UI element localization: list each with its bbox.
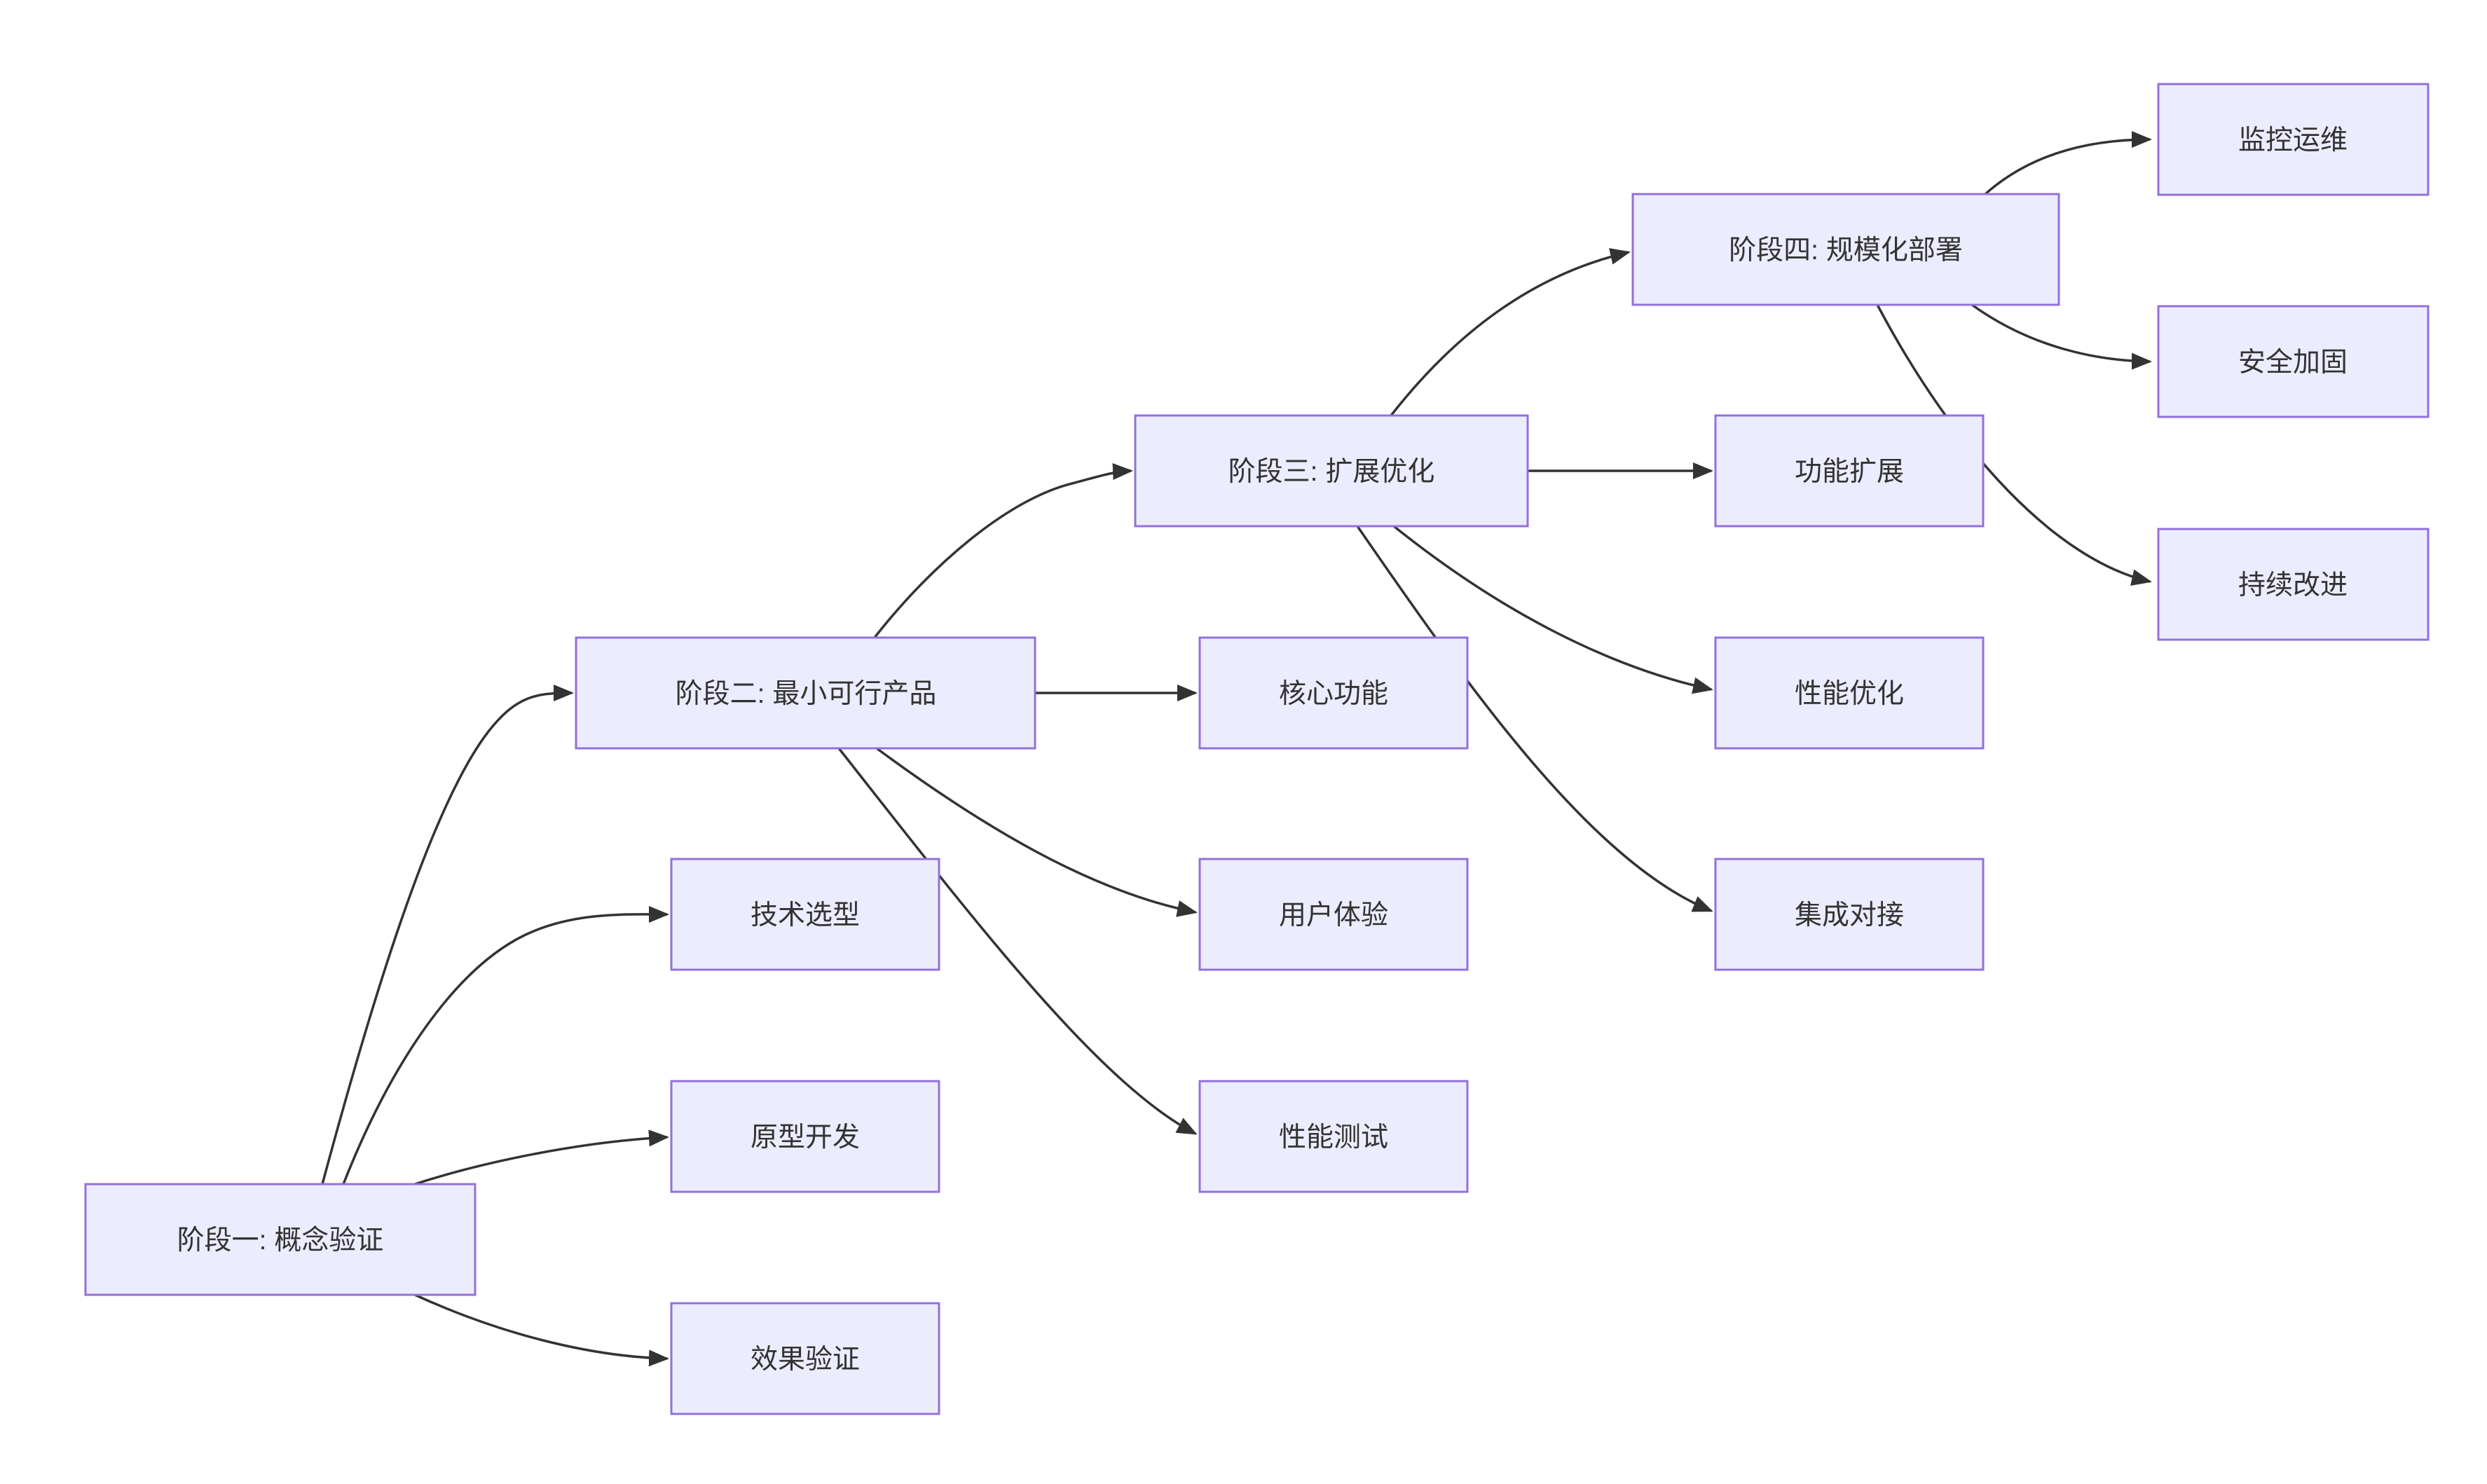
node-ux-box <box>1198 858 1469 971</box>
node-feat-box <box>1714 414 1985 528</box>
node-core-box <box>1198 636 1469 750</box>
node-popt-box <box>1714 636 1985 750</box>
edge-phase4-monitor <box>1984 131 2152 195</box>
node-phase2-box <box>575 636 1036 750</box>
node-ptest-label: 性能测试 <box>1279 1122 1388 1153</box>
node-phase4: 阶段四: 规模化部署 <box>1631 193 2060 306</box>
node-phase3: 阶段三: 扩展优化 <box>1134 414 1529 528</box>
node-tech: 技术选型 <box>670 858 940 971</box>
node-popt-label: 性能优化 <box>1795 679 1904 709</box>
node-integ-label: 集成对接 <box>1795 900 1904 930</box>
edge-phase2-ux <box>875 747 1198 917</box>
node-monitor: 监控运维 <box>2157 83 2430 196</box>
node-improve-label: 持续改进 <box>2238 570 2348 600</box>
node-proto-box <box>670 1080 940 1193</box>
node-ux: 用户体验 <box>1198 858 1469 971</box>
node-phase1: 阶段一: 概念验证 <box>84 1183 477 1296</box>
node-core: 核心功能 <box>1198 636 1469 750</box>
node-security: 安全加固 <box>2157 305 2430 418</box>
node-feat: 功能扩展 <box>1714 414 1985 528</box>
node-proto-label: 原型开发 <box>751 1122 860 1153</box>
node-effect-box <box>670 1302 940 1415</box>
node-phase2: 阶段二: 最小可行产品 <box>575 636 1036 750</box>
node-security-box <box>2157 305 2430 418</box>
node-phase4-label: 阶段四: 规模化部署 <box>1729 235 1963 266</box>
node-popt: 性能优化 <box>1714 636 1985 750</box>
edge-phase2-ptest <box>837 747 1198 1135</box>
node-effect-label: 效果验证 <box>751 1345 860 1375</box>
node-tech-box <box>670 858 940 971</box>
edge-phase2-phase3 <box>873 463 1133 639</box>
node-ptest-box <box>1198 1080 1469 1193</box>
edge-layer <box>321 131 2152 1367</box>
node-phase2-label: 阶段二: 最小可行产品 <box>676 679 937 709</box>
edge-phase4-improve <box>1876 304 2152 586</box>
edge-phase3-integ <box>1356 525 1713 912</box>
edge-phase1-effect <box>414 1293 669 1367</box>
node-phase3-box <box>1134 414 1529 528</box>
node-ptest: 性能测试 <box>1198 1080 1469 1193</box>
node-tech-label: 技术选型 <box>751 900 860 930</box>
edge-phase1-phase2 <box>321 685 574 1185</box>
node-monitor-label: 监控运维 <box>2238 125 2348 156</box>
node-monitor-box <box>2157 83 2430 196</box>
node-layer: 阶段一: 概念验证 技术选型 原型开发 效果验证 阶段二: 最小可行产品 核心功… <box>84 83 2430 1415</box>
node-phase1-box <box>84 1183 477 1296</box>
node-effect: 效果验证 <box>670 1302 940 1415</box>
node-ux-label: 用户体验 <box>1279 900 1388 930</box>
edge-phase4-security <box>1971 303 2152 370</box>
node-phase1-label: 阶段一: 概念验证 <box>177 1225 384 1256</box>
node-proto: 原型开发 <box>670 1080 940 1193</box>
node-integ-box <box>1714 858 1985 971</box>
edge-phase1-tech <box>342 905 669 1185</box>
node-improve-box <box>2157 528 2430 641</box>
node-integ: 集成对接 <box>1714 858 1985 971</box>
node-security-label: 安全加固 <box>2238 348 2348 378</box>
node-phase4-box <box>1631 193 2060 306</box>
node-improve: 持续改进 <box>2157 528 2430 641</box>
node-phase3-label: 阶段三: 扩展优化 <box>1228 457 1435 487</box>
edge-phase3-popt <box>1392 525 1713 694</box>
node-feat-label: 功能扩展 <box>1795 457 1904 487</box>
edge-phase3-phase4 <box>1390 248 1631 417</box>
node-core-label: 核心功能 <box>1279 679 1388 709</box>
edge-phase1-proto <box>414 1129 669 1186</box>
